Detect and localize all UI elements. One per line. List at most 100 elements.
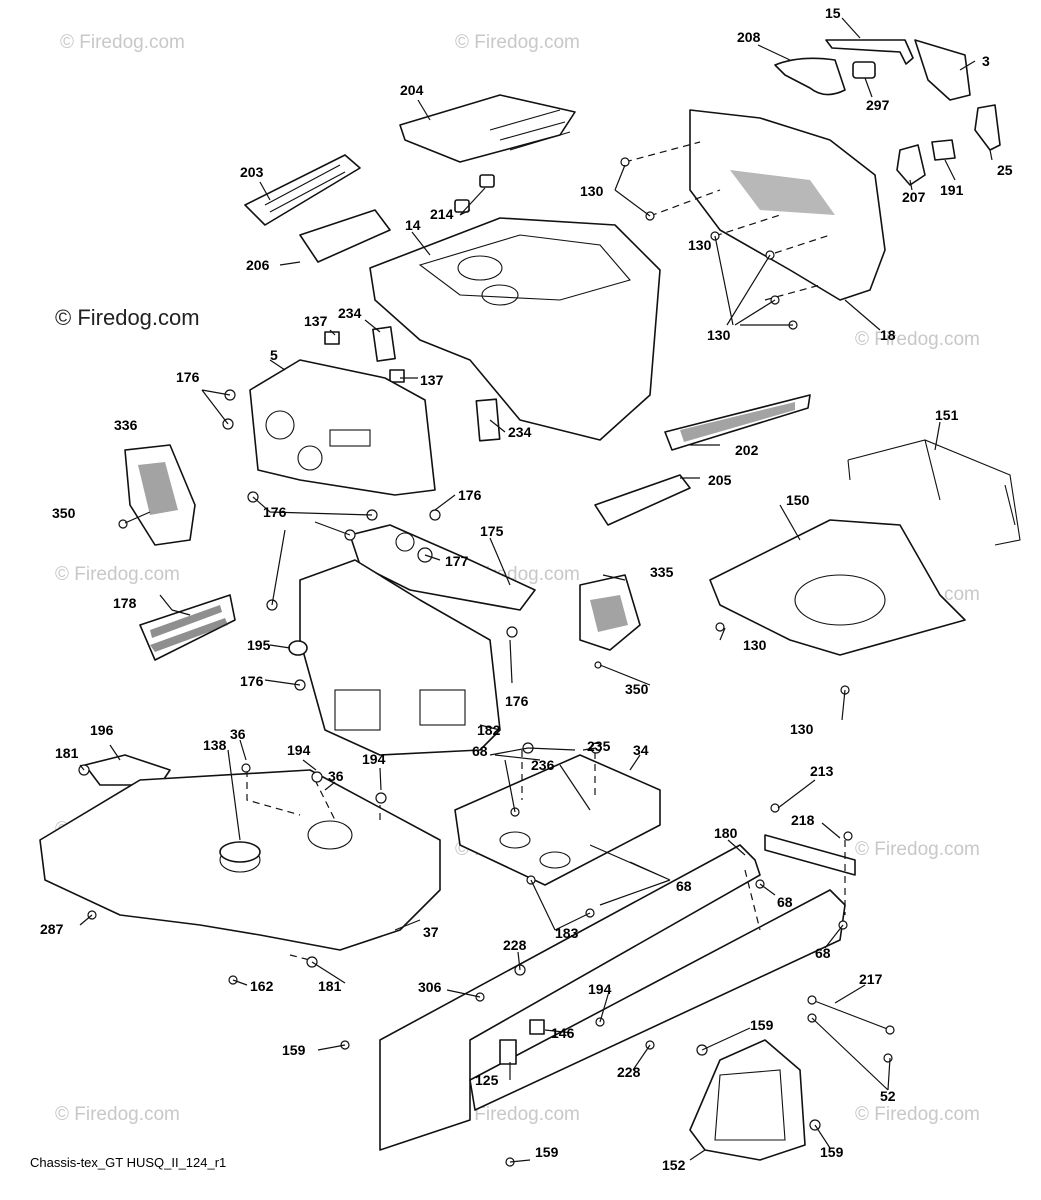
part-180-drawing	[379, 844, 761, 1151]
callout-191: 191	[940, 182, 964, 198]
part-25-drawing	[974, 104, 1001, 151]
callout-218: 218	[791, 812, 815, 828]
callout-194: 194	[362, 751, 386, 767]
callout-151: 151	[935, 407, 959, 423]
callout-25: 25	[997, 162, 1013, 178]
callout-180: 180	[714, 825, 738, 841]
part-205-drawing	[594, 474, 691, 526]
callout-207: 207	[902, 189, 926, 205]
part-204-drawing	[399, 94, 576, 163]
part-5-drawing	[249, 359, 436, 496]
callout-194: 194	[287, 742, 311, 758]
diagram-caption: Chassis-tex_GT HUSQ_II_124_r1	[30, 1155, 226, 1170]
callout-37: 37	[423, 924, 439, 940]
callout-36: 36	[230, 726, 246, 742]
callout-194: 194	[588, 981, 612, 997]
callout-235: 235	[587, 738, 611, 754]
callout-52: 52	[880, 1088, 896, 1104]
part-297-drawing	[852, 61, 876, 79]
callout-234: 234	[338, 305, 362, 321]
callout-306: 306	[418, 979, 442, 995]
callout-181: 181	[318, 978, 342, 994]
part-234-drawing	[372, 326, 396, 362]
callout-137: 137	[304, 313, 328, 329]
callout-213: 213	[810, 763, 834, 779]
callout-214: 214	[430, 206, 454, 222]
part-150-drawing	[709, 519, 966, 656]
watermark: © Firedog.com	[55, 1104, 180, 1125]
callout-217: 217	[859, 971, 883, 987]
fasteners	[78, 157, 893, 1167]
part-206-drawing	[299, 209, 391, 263]
assembly-lines	[246, 141, 846, 961]
callout-159: 159	[750, 1017, 774, 1033]
callout-335: 335	[650, 564, 674, 580]
watermark: © Firedog.com	[60, 32, 185, 53]
watermark: © Firedog.com	[455, 1104, 580, 1125]
callout-181: 181	[55, 745, 79, 761]
callout-68: 68	[815, 945, 831, 961]
callout-177: 177	[445, 553, 469, 569]
callout-228: 228	[503, 937, 527, 953]
callout-176: 176	[263, 504, 287, 520]
callout-146: 146	[551, 1025, 575, 1041]
callout-297: 297	[866, 97, 890, 113]
part-34-drawing	[454, 754, 661, 886]
part-146-drawing	[529, 1019, 545, 1035]
part-152-drawing	[689, 1039, 806, 1161]
callout-228: 228	[617, 1064, 641, 1080]
callout-130: 130	[790, 721, 814, 737]
callout-130: 130	[743, 637, 767, 653]
watermark: © Firedog.com	[855, 1104, 980, 1125]
callout-125: 125	[475, 1072, 499, 1088]
callout-236: 236	[531, 757, 555, 773]
callout-178: 178	[113, 595, 137, 611]
callout-202: 202	[735, 442, 759, 458]
callout-68: 68	[777, 894, 793, 910]
part-18-drawing	[689, 109, 886, 301]
callout-208: 208	[737, 29, 761, 45]
callout-68: 68	[676, 878, 692, 894]
part-138-drawing	[219, 841, 261, 863]
callout-203: 203	[240, 164, 264, 180]
callout-204: 204	[400, 82, 424, 98]
watermark: © Firedog.com	[855, 839, 980, 860]
part-drawings	[39, 39, 1021, 1161]
callout-287: 287	[40, 921, 64, 937]
callout-350: 350	[625, 681, 649, 697]
callout-5: 5	[270, 347, 278, 363]
callout-3: 3	[982, 53, 990, 69]
callout-159: 159	[282, 1042, 306, 1058]
part-151-drawing	[847, 439, 1021, 546]
part-203-drawing	[244, 154, 361, 226]
callout-162: 162	[250, 978, 274, 994]
callout-195: 195	[247, 637, 271, 653]
callout-176: 176	[505, 693, 529, 709]
part-202-drawing	[664, 394, 811, 451]
part-125-drawing	[499, 1039, 517, 1065]
callout-159: 159	[535, 1144, 559, 1160]
callout-182: 182	[477, 722, 501, 738]
callouts: 15 208 3 297 25 204 203 214 130 130 130 …	[40, 5, 1013, 1173]
part-195-drawing	[288, 640, 308, 656]
callout-183: 183	[555, 925, 579, 941]
watermark-prominent: © Firedog.com	[55, 305, 200, 330]
part-182-drawing	[299, 559, 501, 756]
callout-150: 150	[786, 492, 810, 508]
callout-350: 350	[52, 505, 76, 521]
callout-336: 336	[114, 417, 138, 433]
callout-176: 176	[240, 673, 264, 689]
callout-175: 175	[480, 523, 504, 539]
callout-234: 234	[508, 424, 532, 440]
callout-130: 130	[580, 183, 604, 199]
part-208-drawing	[774, 57, 846, 96]
callout-205: 205	[708, 472, 732, 488]
callout-68: 68	[472, 743, 488, 759]
part-137-drawing	[324, 331, 340, 345]
leader-lines	[79, 17, 993, 1163]
callout-176: 176	[176, 369, 200, 385]
watermark: © Firedog.com	[55, 564, 180, 585]
part-336-drawing	[124, 444, 196, 546]
part-218-drawing	[764, 834, 856, 876]
part-15-drawing	[825, 39, 914, 65]
